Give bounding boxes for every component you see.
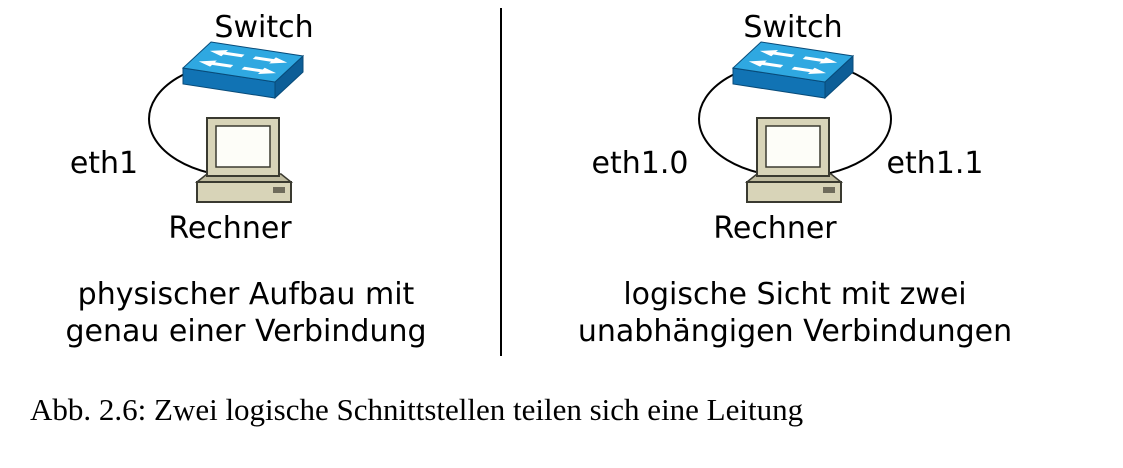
left-caption-line1: physischer Aufbau mit — [78, 277, 415, 312]
figure-caption: Abb. 2.6: Zwei logische Schnittstellen t… — [30, 392, 803, 427]
right-caption-line2: unabhängigen Verbindungen — [578, 314, 1012, 349]
switch-label: Switch — [214, 10, 313, 45]
computer-label: Rechner — [713, 211, 837, 246]
left-caption-line2: genau einer Verbindung — [65, 314, 426, 349]
switch-icon — [182, 41, 304, 99]
interface-label-eth1-1: eth1.1 — [887, 146, 984, 181]
interface-label-eth1-0: eth1.0 — [592, 146, 689, 181]
interface-label-eth1: eth1 — [70, 146, 138, 181]
computer-icon — [196, 117, 292, 203]
right-panel: Switch eth1.0 eth1.1 Rechner logische Si… — [578, 10, 1012, 349]
computer-label: Rechner — [168, 211, 292, 246]
left-panel: Switch eth1 Rechner physischer Aufbau mi… — [65, 10, 426, 349]
switch-icon — [732, 41, 854, 99]
switch-label: Switch — [743, 10, 842, 45]
right-caption-line1: logische Sicht mit zwei — [623, 277, 966, 312]
computer-icon — [746, 117, 842, 203]
